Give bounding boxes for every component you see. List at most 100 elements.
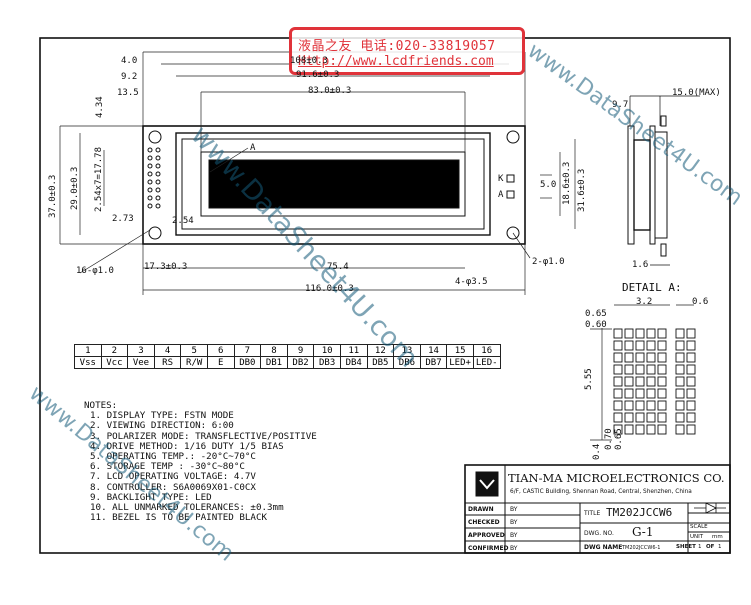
dim-434: 4.34 (95, 96, 105, 118)
dim-316: 31.6±0.3 (577, 168, 587, 212)
dwg-no-value: G-1 (632, 525, 654, 539)
pixel-dot (686, 400, 696, 411)
dim-754: 75.4 (327, 262, 349, 272)
pixel-dot (635, 352, 645, 363)
confirmed-label: CONFIRMED (468, 545, 509, 552)
company-address: 6/F, CASTIC Building, Shennan Road, Cent… (510, 489, 692, 495)
pin-name-cell: DB0 (233, 356, 262, 369)
pixel-dot (624, 400, 634, 411)
pin-number-cell: 2 (100, 344, 129, 357)
mounting-hole (148, 226, 162, 240)
title-label: TITLE (584, 510, 601, 517)
detail-dim-070: 0.70 (604, 428, 614, 450)
pixel-dot (686, 376, 696, 387)
pixel-dot (613, 340, 623, 351)
detail-a-grid (613, 328, 696, 435)
dim-150max: 15.0(MAX) (672, 88, 721, 98)
pin-number-cell: 16 (472, 344, 501, 357)
pixel-dot (624, 352, 634, 363)
pin-number-cell: 9 (286, 344, 315, 357)
pixel-dot (635, 400, 645, 411)
detail-title: DETAIL A: (622, 281, 682, 294)
pixel-dot (675, 328, 685, 339)
detail-a-dims (590, 304, 694, 441)
pixel-dot (635, 364, 645, 375)
note-line: 4. DRIVE METHOD: 1/16 DUTY 1/5 BIAS (90, 440, 284, 452)
notes-heading: NOTES: (84, 400, 118, 411)
note-line: 2. VIEWING DIRECTION: 6:00 (90, 420, 234, 432)
stamp-line-url[interactable]: Http://www.lcdfriends.com (298, 54, 494, 69)
detail-dim-065b: 0.65 (614, 428, 624, 450)
pixel-dot (657, 376, 667, 387)
of-value: 1 (718, 544, 722, 550)
pixel-dot (624, 412, 634, 423)
pixel-dot (657, 352, 667, 363)
dim-290: 29.0±0.3 (70, 166, 80, 210)
pin-number-cell: 4 (153, 344, 182, 357)
pcb-outline (142, 125, 526, 245)
pixel-dot (686, 412, 696, 423)
dim-4phi35: 4-φ3.5 (455, 277, 488, 287)
pixel-dot (675, 340, 685, 351)
pixel-dot (646, 340, 656, 351)
pixel-dot (657, 400, 667, 411)
pixel-dot (686, 364, 696, 375)
pin-name-cell: DB1 (260, 356, 288, 369)
dwg-name-value: TM202JCCW6-1 (622, 545, 661, 551)
active-area (208, 159, 460, 209)
pin-number-cell: 3 (127, 344, 155, 357)
side-view (627, 95, 700, 266)
title-block (464, 464, 731, 554)
pixel-dot (624, 424, 634, 435)
dim-2phi10: 2-φ1.0 (532, 257, 565, 267)
dim-254: 2.54 (172, 216, 194, 226)
approved-label: APPROVED (468, 532, 505, 539)
pin-name-cell: DB5 (366, 356, 395, 369)
scale-label: SCALE (690, 524, 708, 530)
pixel-dot (635, 424, 645, 435)
dim-273: 2.73 (112, 214, 134, 224)
dim-50: 5.0 (540, 180, 557, 190)
note-line: 5. OPERATING TEMP.: -20°C~70°C (90, 451, 256, 463)
company-name: TIAN-MA MICROELECTRONICS CO. (508, 471, 725, 485)
dim-1160: 116.0±0.3 (305, 284, 354, 294)
unit-value: mm (712, 534, 723, 540)
dim-186: 18.6±0.3 (562, 161, 572, 205)
pin-name-cell: E (206, 356, 235, 369)
dim-135: 13.5 (117, 88, 139, 98)
unit-label: UNIT (690, 534, 704, 540)
mounting-hole (506, 130, 520, 144)
pin-number-cell: 8 (260, 344, 288, 357)
drawn-by: BY (510, 506, 518, 513)
pixel-dot (675, 424, 685, 435)
pixel-dot (613, 400, 623, 411)
note-line: 6. STORAGE TEMP : -30°C~80°C (90, 461, 245, 473)
pixel-dot (613, 376, 623, 387)
detail-dim-060: 0.60 (585, 320, 607, 330)
pixel-dot (686, 352, 696, 363)
pixel-dot (635, 388, 645, 399)
of-label: OF (706, 544, 715, 550)
stamp-line-phone: 液晶之友 电话:020-33819057 (298, 39, 496, 54)
pixel-dot (657, 328, 667, 339)
dwg-name-label: DWG NAME (584, 544, 623, 551)
sheet-label: SHEET (676, 544, 696, 550)
dim-916: 91.6±0.3 (296, 70, 340, 80)
pin-number-cell: 1 (74, 344, 102, 357)
title-value: TM202JCCW6 (606, 506, 673, 519)
pixel-dot (657, 388, 667, 399)
note-line: 11. BEZEL IS TO BE PAINTED BLACK (90, 512, 268, 524)
pin-number-cell: 7 (233, 344, 262, 357)
pixel-dot (675, 364, 685, 375)
pixel-dot (657, 424, 667, 435)
confirmed-by: BY (510, 545, 518, 552)
pin-number-cell: 14 (419, 344, 448, 357)
pixel-dot (675, 352, 685, 363)
pixel-dot (646, 328, 656, 339)
dwg-no-label: DWG. NO. (584, 530, 614, 537)
pixel-dot (646, 400, 656, 411)
dim-40: 4.0 (121, 56, 138, 66)
